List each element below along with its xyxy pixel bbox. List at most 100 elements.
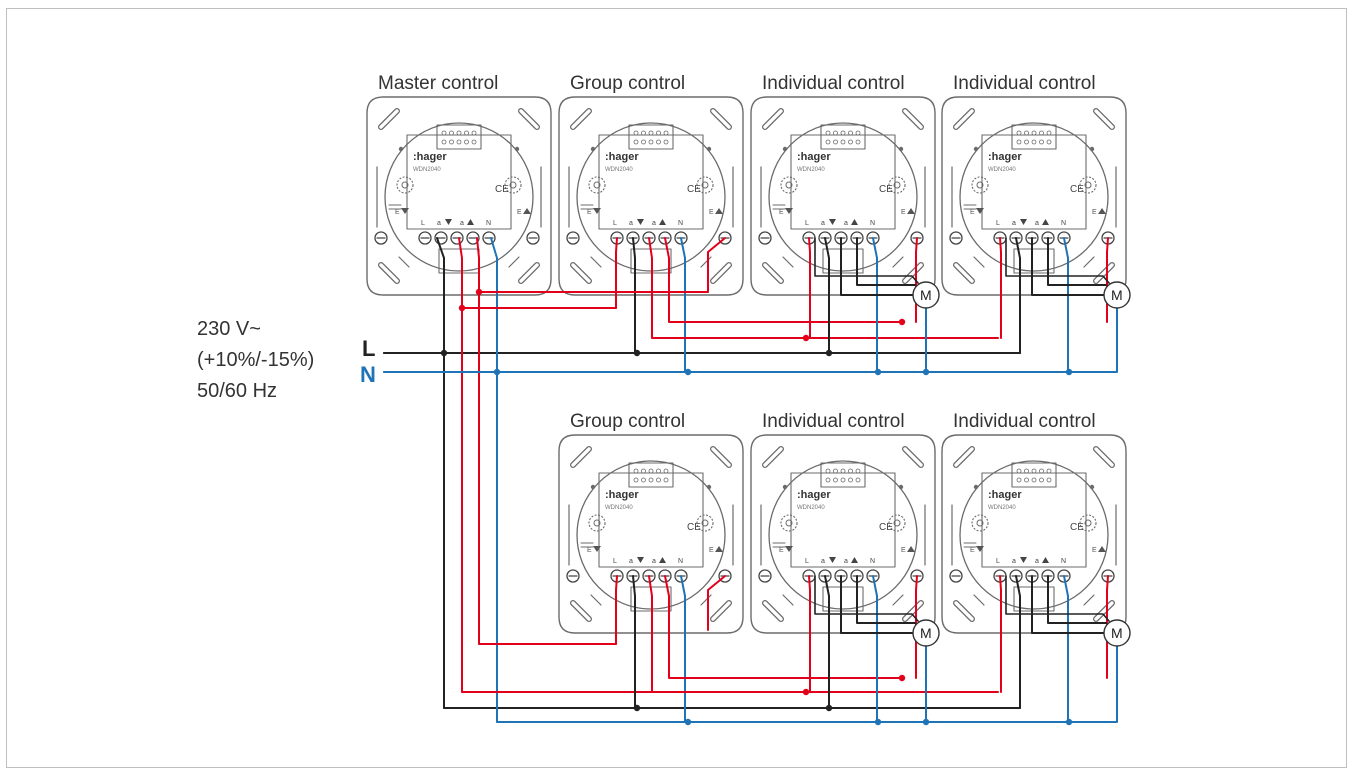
terminal-label: L — [996, 558, 1000, 565]
connector — [436, 124, 482, 150]
corner-slot — [903, 601, 923, 621]
clip — [973, 256, 1095, 268]
corner-slot — [763, 263, 783, 283]
mounting-frame — [558, 96, 744, 296]
junction-dot — [874, 718, 882, 726]
connector — [1011, 124, 1057, 150]
wire-motor — [1005, 237, 1110, 284]
connector-pin — [840, 477, 846, 483]
connector-pin — [833, 477, 838, 483]
connector-pin — [633, 477, 639, 483]
screw-icon — [509, 181, 517, 189]
junction-dot — [898, 674, 906, 682]
arrow-up-icon — [907, 208, 915, 214]
arrow-up-icon — [1098, 546, 1106, 552]
connector-pin — [848, 468, 853, 474]
connector-pin — [1046, 477, 1052, 483]
connector-pin — [825, 139, 831, 145]
connector-pin — [1039, 130, 1044, 136]
e-label: E — [587, 209, 592, 216]
junction-dot — [874, 368, 882, 376]
junction-dot — [633, 349, 641, 357]
neutral-line-label: N — [360, 362, 376, 387]
arrow-down-icon — [976, 546, 984, 552]
screw-icon — [976, 181, 984, 189]
wire-neutral — [1063, 575, 1069, 723]
corner-slot — [903, 447, 923, 467]
wire-motor — [1031, 575, 1106, 634]
junction-dot — [684, 718, 692, 726]
clip — [1013, 586, 1055, 612]
arrow-up-icon — [715, 546, 723, 552]
wire-live — [436, 237, 445, 709]
screw-icon — [701, 519, 709, 527]
connector-pin — [1024, 477, 1029, 483]
screw-icon — [780, 514, 798, 532]
terminal-label: a — [1012, 558, 1016, 565]
junction-dot — [802, 334, 810, 342]
wire-red — [808, 575, 811, 693]
connector-pin — [855, 468, 861, 474]
mounting-frame — [558, 434, 744, 634]
connector-pin — [464, 130, 469, 136]
connector-pin — [855, 139, 861, 145]
connector-pin — [1046, 130, 1052, 136]
terminal-label: N — [678, 558, 683, 565]
dot — [898, 146, 904, 152]
diagram-frame — [6, 8, 1347, 768]
dot — [898, 484, 904, 490]
arrow-up-icon — [659, 219, 666, 225]
lever — [963, 204, 977, 210]
arrow-up-icon — [659, 557, 666, 563]
terminal-label: a — [844, 558, 848, 565]
junction-dot — [458, 304, 466, 312]
motor-label: M — [920, 625, 932, 641]
connector-pin — [471, 130, 477, 136]
lever — [772, 204, 786, 210]
motor-label: M — [1111, 287, 1123, 303]
insert-housing — [981, 472, 1087, 568]
corner-slot — [379, 109, 399, 129]
connector-pin — [641, 130, 646, 136]
connector-pin — [1016, 139, 1022, 145]
terminal-label: a — [629, 558, 633, 565]
terminal-label: L — [805, 558, 809, 565]
terminal-label: a — [844, 220, 848, 227]
model-number: WDN2040 — [797, 167, 825, 173]
supply-voltage: 230 V~ — [197, 318, 261, 340]
dot — [1089, 146, 1095, 152]
arrow-down-icon — [637, 557, 644, 563]
arrow-down-icon — [829, 557, 836, 563]
screw-icon — [401, 181, 409, 189]
wire-neutral — [490, 237, 498, 723]
ce-mark: CE — [1070, 184, 1084, 195]
terminal-label: N — [486, 220, 491, 227]
e-label: E — [1092, 547, 1097, 554]
connector-pin — [1031, 130, 1037, 136]
connector-pin — [648, 139, 654, 145]
terminal-label: N — [870, 558, 875, 565]
screw-icon — [971, 514, 989, 532]
terminal-label: N — [678, 220, 683, 227]
corner-slot — [711, 601, 731, 621]
junction-dot — [825, 349, 833, 357]
screw-icon — [780, 176, 798, 194]
screw-icon — [396, 176, 414, 194]
wire-red — [999, 237, 1002, 339]
brand-logo: :hager — [988, 151, 1022, 163]
screw-icon — [588, 176, 606, 194]
arrow-down-icon — [593, 208, 601, 214]
screw-icon — [701, 181, 709, 189]
connector-pin — [656, 130, 661, 136]
connector-pin — [656, 468, 661, 474]
connector-pin — [449, 139, 454, 145]
lever — [388, 204, 402, 210]
wire-live — [824, 237, 830, 354]
wire-red — [615, 575, 618, 645]
model-number: WDN2040 — [605, 505, 633, 511]
connector-pin — [833, 130, 838, 136]
insert-housing — [981, 134, 1087, 230]
